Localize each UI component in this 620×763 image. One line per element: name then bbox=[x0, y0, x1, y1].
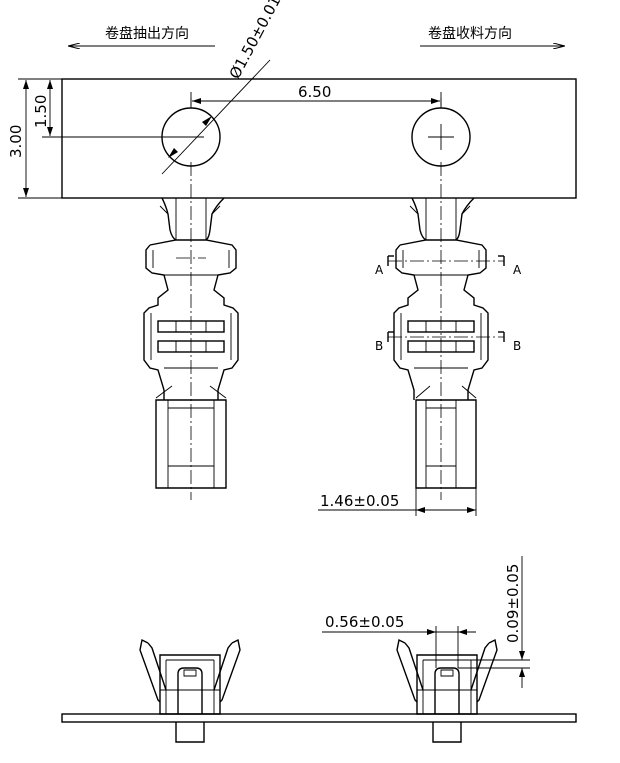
direction-right-label: 卷盘收料方向 bbox=[428, 25, 512, 42]
section-a-right: A bbox=[513, 263, 522, 277]
dim-gap: 0.09±0.05 bbox=[504, 564, 522, 643]
terminal-left bbox=[143, 162, 239, 500]
side-view-right bbox=[396, 638, 498, 743]
direction-left: 卷盘抽出方向 bbox=[68, 25, 215, 46]
dim-width: 1.46±0.05 bbox=[320, 492, 399, 510]
dim-hole-diameter: Ø1.50±0.01 bbox=[226, 0, 285, 82]
direction-right: 卷盘收料方向 bbox=[420, 25, 565, 46]
dim-thickness: 0.56±0.05 bbox=[325, 613, 404, 631]
terminal-right bbox=[387, 162, 505, 500]
section-b-right: B bbox=[513, 339, 521, 353]
carrier-strip bbox=[61, 78, 577, 199]
carrier-strip-side bbox=[61, 713, 577, 723]
direction-left-label: 卷盘抽出方向 bbox=[105, 25, 189, 42]
dim-pitch: 6.50 bbox=[298, 83, 331, 101]
diameter-leader bbox=[161, 59, 271, 175]
section-b-left: B bbox=[375, 339, 383, 353]
dim-height: 3.00 bbox=[7, 125, 25, 158]
section-a-left: A bbox=[375, 263, 384, 277]
dim-hole-offset: 1.50 bbox=[32, 95, 50, 128]
side-view-left bbox=[139, 638, 241, 743]
